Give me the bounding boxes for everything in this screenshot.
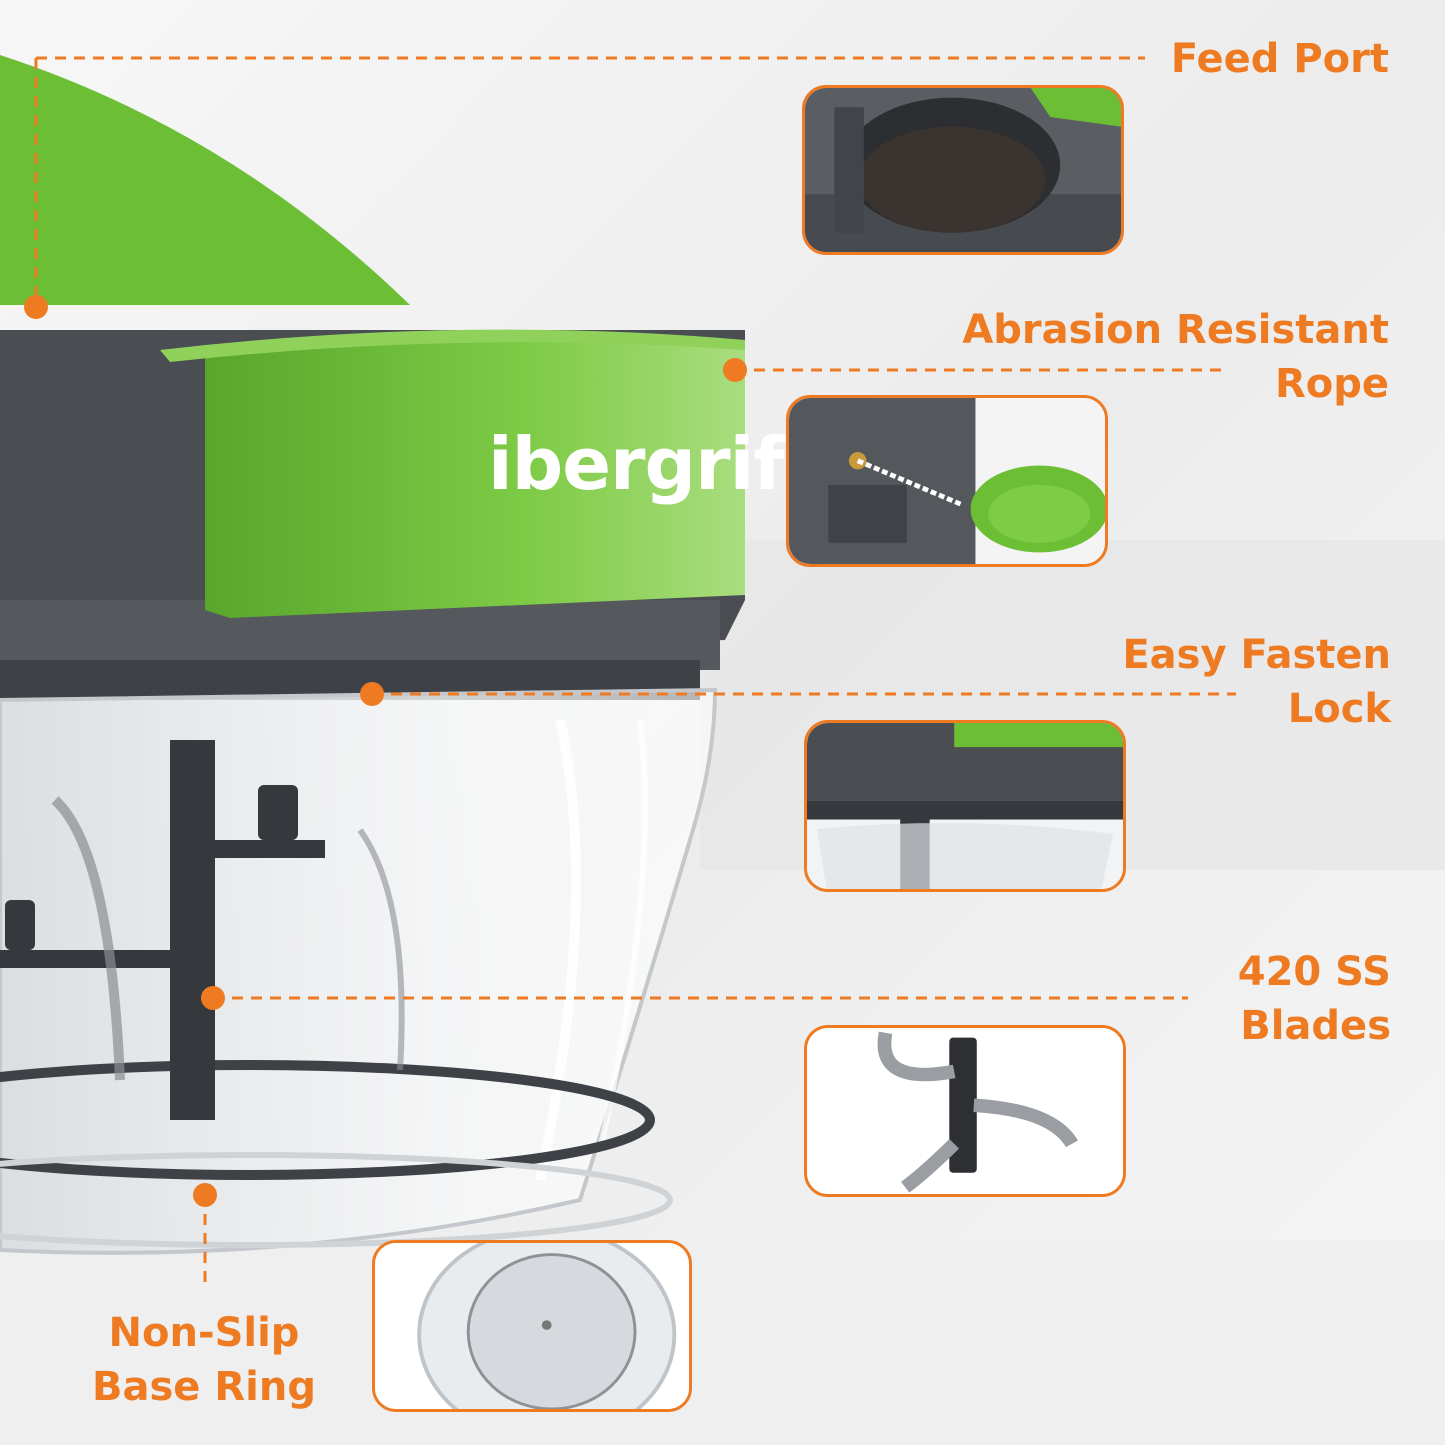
feature-label-line: Rope bbox=[1274, 361, 1389, 407]
thumb-base-ring bbox=[372, 1240, 692, 1412]
feature-label-lock: Easy Fasten Lock bbox=[1122, 628, 1391, 736]
feature-label-line: 420 SS bbox=[1237, 949, 1391, 995]
feature-label-line: Feed Port bbox=[1170, 36, 1389, 82]
feature-label-line: Non-Slip bbox=[108, 1310, 300, 1356]
feature-label-feed-port: Feed Port bbox=[1171, 32, 1389, 86]
feature-label-line: Easy Fasten bbox=[1122, 632, 1391, 678]
thumb-blades bbox=[804, 1025, 1126, 1197]
handle-dome bbox=[0, 55, 410, 305]
feature-label-line: Base Ring bbox=[92, 1364, 316, 1410]
lid-green-panel bbox=[205, 340, 745, 618]
thumb-rope bbox=[786, 395, 1108, 567]
feature-label-line: Lock bbox=[1287, 686, 1391, 732]
feature-label-blades: 420 SS Blades bbox=[1238, 945, 1391, 1053]
leader-lines bbox=[34, 56, 1236, 1290]
feature-label-base-ring: Non-Slip Base Ring bbox=[92, 1306, 316, 1414]
feature-label-line: Abrasion Resistant bbox=[962, 307, 1389, 353]
leader-dots bbox=[24, 295, 747, 1207]
blade-shaft bbox=[170, 740, 215, 1120]
feature-label-line: Blades bbox=[1240, 1003, 1391, 1049]
thumb-feed-port bbox=[802, 85, 1124, 255]
brand-logo: ibergrif bbox=[488, 422, 785, 506]
feature-label-rope: Abrasion Resistant Rope bbox=[962, 303, 1389, 411]
thumb-lock bbox=[804, 720, 1126, 892]
